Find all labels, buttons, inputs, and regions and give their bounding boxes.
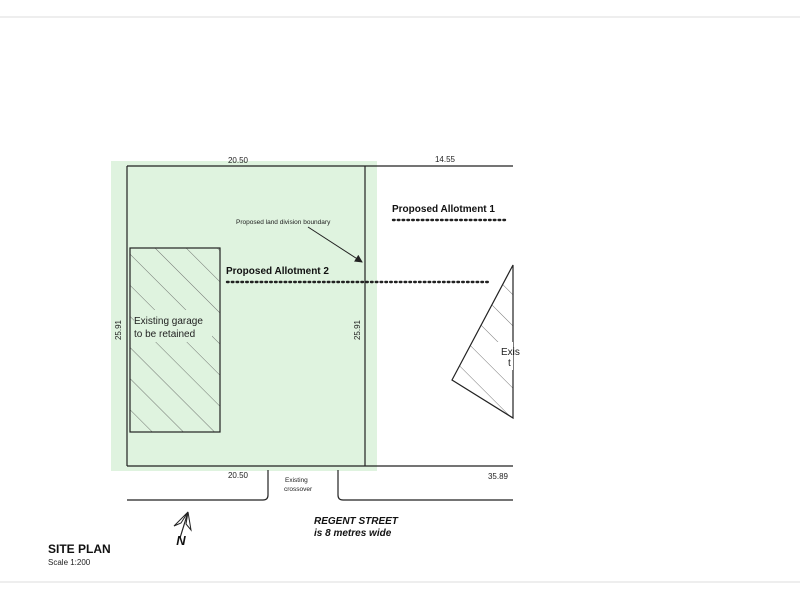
dimension-bottom-right: 35.89 [488, 472, 509, 481]
boundary-note: Proposed land division boundary [236, 219, 331, 226]
dimension-top-left: 20.50 [228, 156, 249, 165]
existing-house [451, 264, 514, 420]
drawing-scale: Scale 1:200 [48, 558, 91, 567]
house-label-line-1: Exis [501, 347, 520, 358]
dimension-left-side: 25.91 [114, 319, 123, 340]
boundary-leader-arrow [307, 226, 363, 263]
dimension-bottom-left: 20.50 [228, 471, 249, 480]
garage-label-line-1: Existing garage [134, 316, 203, 327]
dimension-top-right: 14.55 [435, 155, 456, 164]
street-frontage [127, 470, 513, 501]
property-boundary [126, 165, 513, 467]
street-width: is 8 metres wide [314, 528, 392, 539]
garage-label-bg [134, 310, 212, 342]
north-arrow-icon [173, 511, 192, 539]
allotment-1-label: Proposed Allotment 1 [392, 204, 495, 215]
allotment-2-label: Proposed Allotment 2 [226, 266, 329, 277]
crossover-label-line-2: crossover [284, 486, 313, 493]
dimension-boundary-side: 25.91 [353, 319, 362, 340]
garage-label-line-2: to be retained [134, 329, 195, 340]
house-label-line-2: t [508, 358, 511, 369]
house-label-bg [496, 342, 513, 370]
north-label: N [176, 533, 186, 548]
street-name: REGENT STREET [314, 516, 399, 527]
crossover-label-line-1: Existing [285, 477, 308, 484]
drawing-title: SITE PLAN [48, 542, 111, 556]
